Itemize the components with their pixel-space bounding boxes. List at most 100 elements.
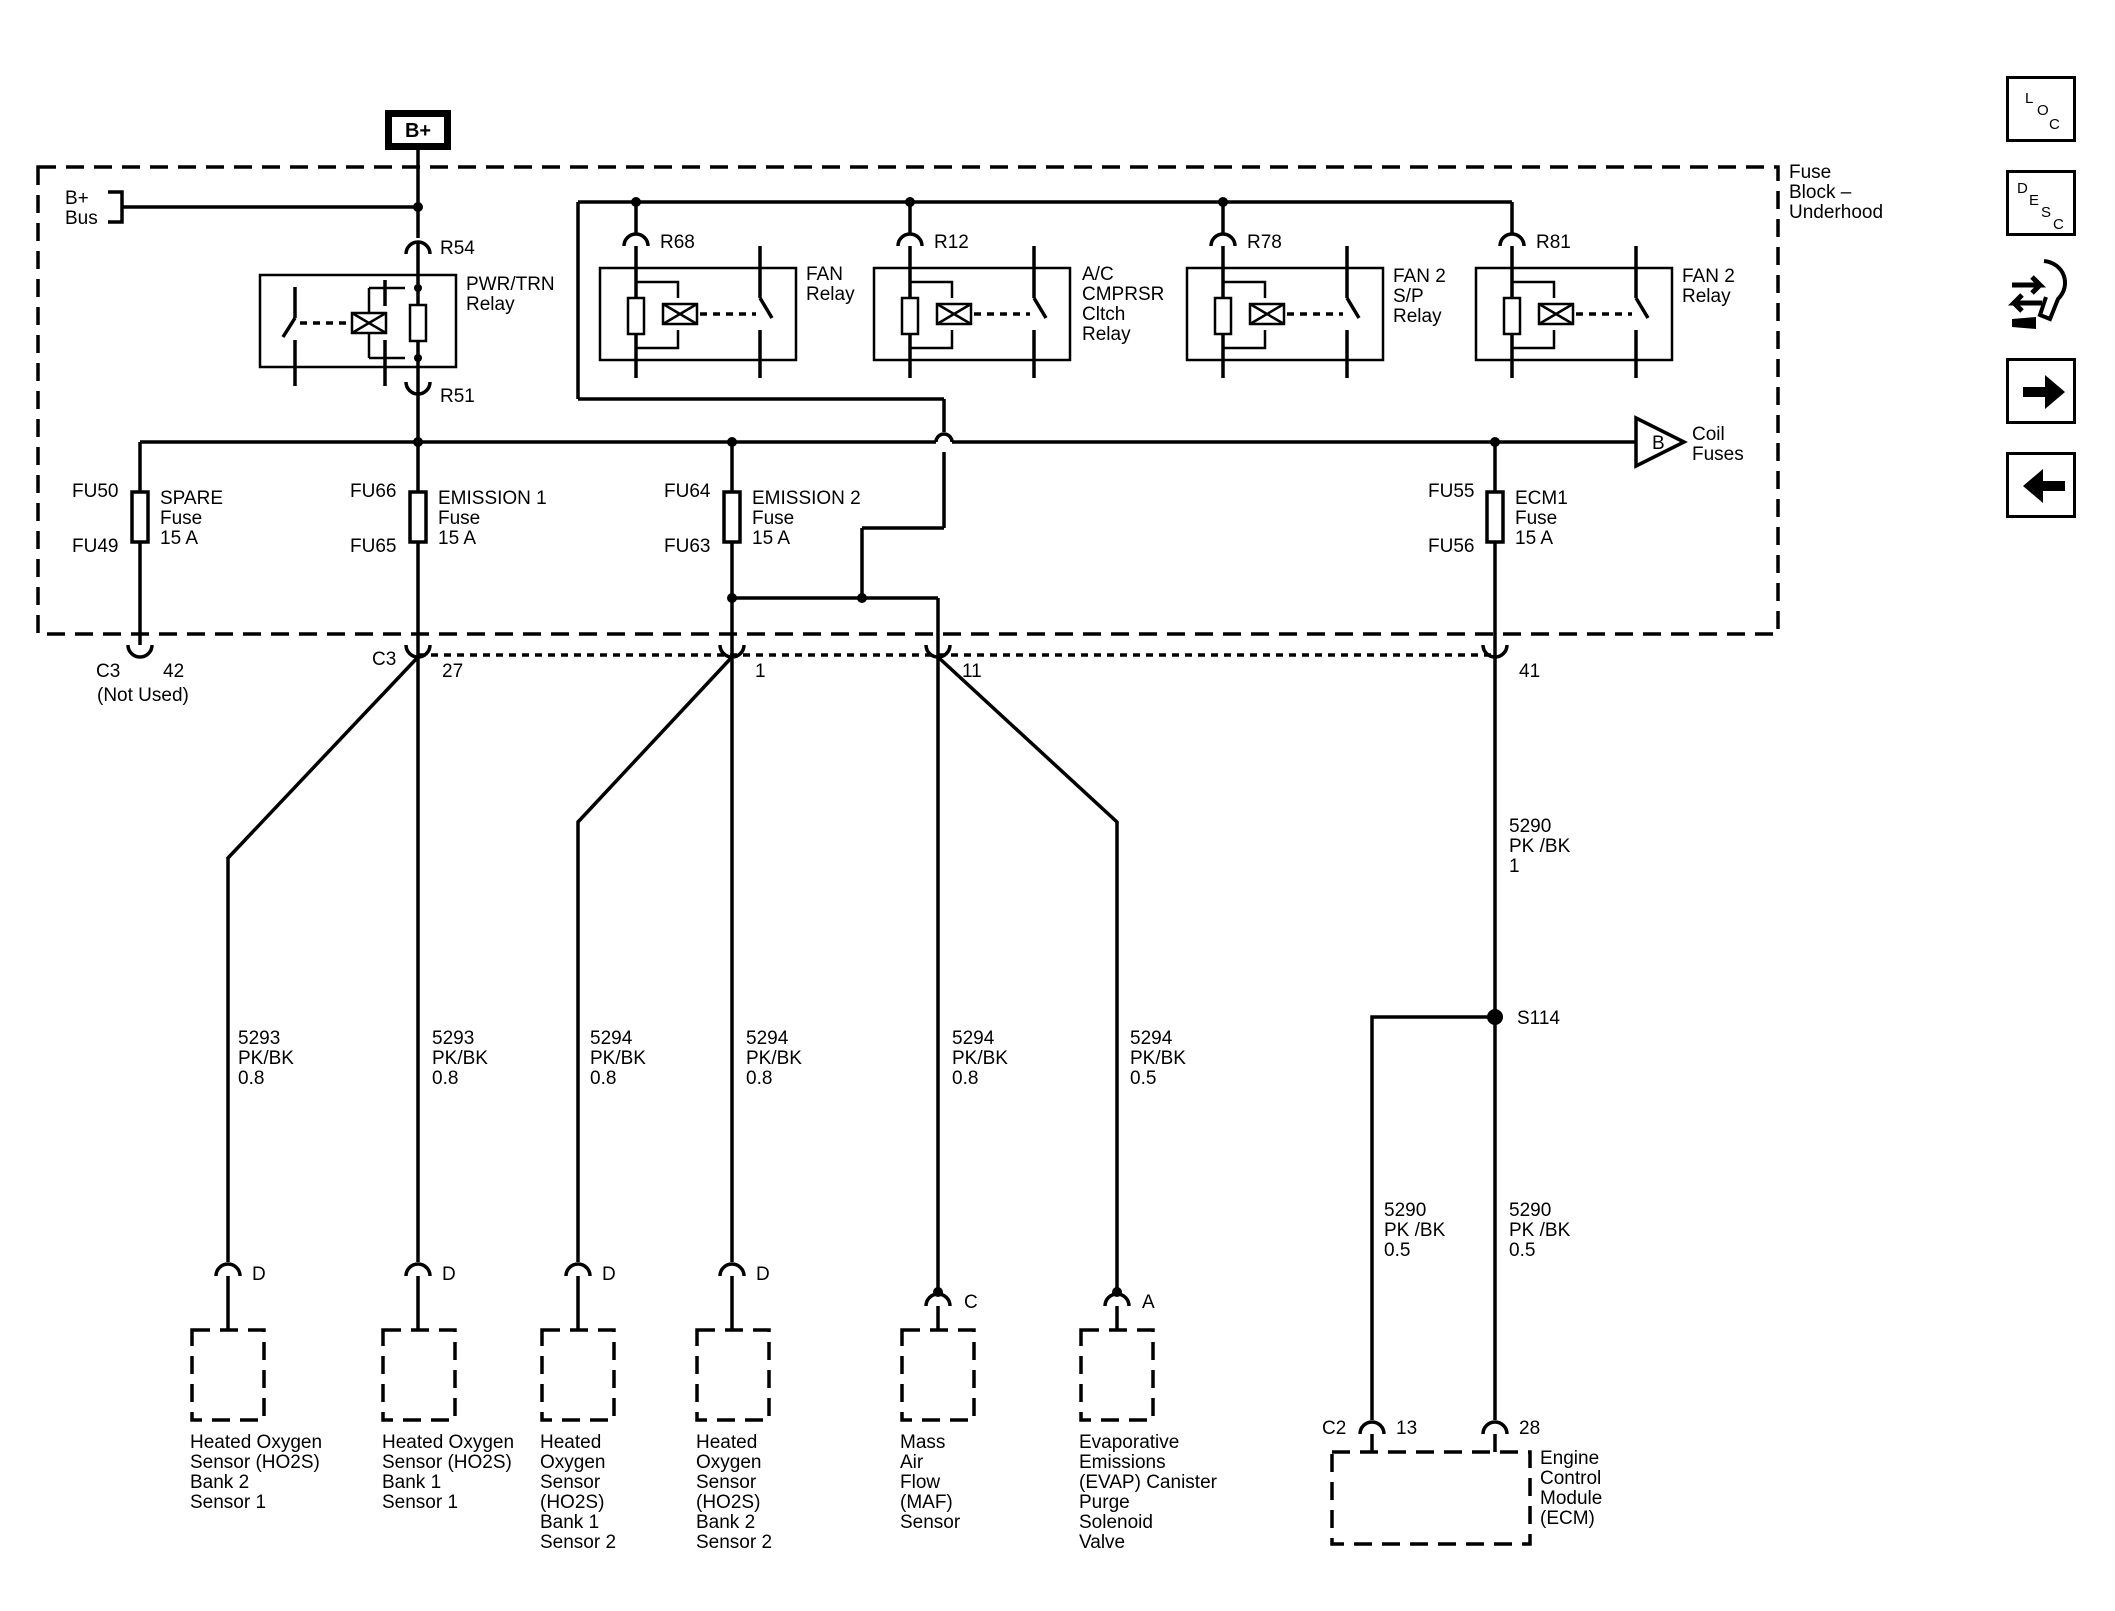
svg-text:15 A: 15 A — [752, 528, 790, 549]
wire-label-8: 5290 PK /BK 0.5 — [1509, 1200, 1571, 1261]
wire-label-1: 5293 PK/BK 0.8 — [238, 1028, 294, 1089]
svg-text:R78: R78 — [1247, 232, 1282, 253]
svg-text:42: 42 — [163, 661, 184, 682]
next-button[interactable] — [2006, 358, 2076, 424]
svg-text:R12: R12 — [934, 232, 969, 253]
svg-text:S: S — [2041, 204, 2051, 221]
svg-text:28: 28 — [1519, 1418, 1540, 1439]
svg-text:Fuse: Fuse — [160, 508, 202, 529]
ho2s-bank2-sensor1: D Heated Oxygen Sensor (HO2S) Bank 2 Sen… — [190, 1262, 322, 1513]
ac-clutch-relay: R12 A/C CMPRSR Cltch Relay — [872, 197, 1164, 378]
svg-text:PK/BK: PK/BK — [952, 1048, 1008, 1069]
svg-text:B+: B+ — [405, 120, 431, 142]
svg-text:Fuses: Fuses — [1692, 444, 1744, 465]
svg-text:Sensor: Sensor — [900, 1512, 961, 1533]
wire-label-7: 5290 PK /BK 0.5 — [1384, 1200, 1446, 1261]
svg-text:(EVAP) Canister: (EVAP) Canister — [1079, 1472, 1218, 1493]
svg-text:0.5: 0.5 — [1130, 1068, 1156, 1089]
wrench-arrows-icon — [2007, 259, 2067, 329]
fan-relay: R68 FAN Relay — [598, 197, 855, 378]
evap-purge-valve: A Evaporative Emissions (EVAP) Canister … — [1079, 1287, 1218, 1553]
pwr-trn-relay: R54 PWR/TRN Relay R51 — [258, 238, 555, 442]
svg-text:EMISSION 2: EMISSION 2 — [752, 488, 861, 509]
back-button[interactable] — [2006, 452, 2076, 518]
connector-repair-button[interactable] — [2006, 255, 2076, 335]
svg-text:EMISSION 1: EMISSION 1 — [438, 488, 547, 509]
svg-text:Bank 2: Bank 2 — [190, 1472, 249, 1493]
svg-text:Fuse: Fuse — [1515, 508, 1557, 529]
arrow-right-icon — [2023, 375, 2065, 409]
svg-text:Relay: Relay — [1082, 324, 1131, 345]
svg-text:Sensor 1: Sensor 1 — [190, 1492, 266, 1513]
svg-text:Purge: Purge — [1079, 1492, 1130, 1513]
svg-text:ECM1: ECM1 — [1515, 488, 1568, 509]
wire-label-3: 5294 PK/BK 0.8 — [590, 1028, 646, 1089]
svg-text:5290: 5290 — [1509, 816, 1551, 837]
svg-text:Cltch: Cltch — [1082, 304, 1125, 325]
svg-text:Sensor (HO2S): Sensor (HO2S) — [382, 1452, 512, 1473]
fan2-relay: R81 FAN 2 Relay — [1474, 202, 1735, 378]
svg-text:E: E — [2029, 192, 2039, 209]
svg-text:Oxygen: Oxygen — [696, 1452, 761, 1473]
svg-text:0.8: 0.8 — [238, 1068, 264, 1089]
engine-control-module: C2 13 28 Engine Control Module (ECM) — [1322, 1418, 1602, 1546]
svg-text:A: A — [1142, 1292, 1155, 1313]
description-button[interactable]: D E S C — [2006, 170, 2076, 236]
svg-text:C3: C3 — [372, 649, 396, 670]
svg-text:D: D — [756, 1264, 770, 1285]
svg-text:C2: C2 — [1322, 1418, 1346, 1439]
svg-text:Relay: Relay — [466, 294, 515, 315]
maf-sensor: C Mass Air Flow (MAF) Sensor — [900, 1287, 978, 1533]
svg-text:PK/BK: PK/BK — [590, 1048, 646, 1069]
svg-text:1: 1 — [1509, 856, 1520, 877]
svg-text:Sensor 2: Sensor 2 — [540, 1532, 616, 1553]
svg-text:Heated Oxygen: Heated Oxygen — [382, 1432, 514, 1453]
location-button[interactable]: L O C — [2006, 76, 2076, 142]
svg-text:Solenoid: Solenoid — [1079, 1512, 1153, 1533]
svg-text:R68: R68 — [660, 232, 695, 253]
svg-text:Engine: Engine — [1540, 1448, 1599, 1469]
svg-text:C: C — [2049, 116, 2060, 133]
svg-text:5293: 5293 — [432, 1028, 474, 1049]
svg-text:FU66: FU66 — [350, 481, 396, 502]
svg-text:Coil: Coil — [1692, 424, 1725, 445]
svg-text:Heated: Heated — [540, 1432, 601, 1453]
svg-text:11: 11 — [962, 661, 982, 682]
svg-text:0.5: 0.5 — [1384, 1240, 1410, 1261]
svg-text:D: D — [442, 1264, 456, 1285]
svg-text:PK/BK: PK/BK — [746, 1048, 802, 1069]
wire-label-4: 5294 PK/BK 0.8 — [746, 1028, 802, 1089]
svg-text:FU49: FU49 — [72, 536, 118, 557]
svg-text:Sensor: Sensor — [696, 1472, 757, 1493]
svg-text:C3: C3 — [96, 661, 120, 682]
svg-text:Valve: Valve — [1079, 1532, 1125, 1553]
svg-text:Emissions: Emissions — [1079, 1452, 1166, 1473]
svg-text:1: 1 — [755, 661, 766, 682]
svg-text:0.5: 0.5 — [1509, 1240, 1535, 1261]
ecm1-fuse: FU55 FU56 ECM1 Fuse 15 A — [1428, 442, 1568, 630]
fuse-block-label: Fuse Block – Underhood — [1789, 162, 1883, 223]
svg-text:FU65: FU65 — [350, 536, 396, 557]
svg-text:FAN 2: FAN 2 — [1393, 266, 1446, 287]
svg-text:C: C — [964, 1292, 978, 1313]
svg-text:FU63: FU63 — [664, 536, 710, 557]
svg-text:15 A: 15 A — [1515, 528, 1553, 549]
svg-text:5294: 5294 — [590, 1028, 633, 1049]
svg-text:PK /BK: PK /BK — [1509, 836, 1571, 857]
svg-text:PK/BK: PK/BK — [1130, 1048, 1186, 1069]
svg-text:Bank 1: Bank 1 — [540, 1512, 599, 1533]
svg-text:Sensor 1: Sensor 1 — [382, 1492, 458, 1513]
loc-icon: L O C — [2025, 90, 2060, 133]
splice-s114: S114 — [1517, 1008, 1560, 1029]
svg-text:Relay: Relay — [806, 284, 855, 305]
svg-text:Bank 2: Bank 2 — [696, 1512, 755, 1533]
emission2-fuse: FU64 FU63 EMISSION 2 Fuse 15 A — [664, 442, 940, 630]
svg-text:Sensor (HO2S): Sensor (HO2S) — [190, 1452, 320, 1473]
svg-text:Relay: Relay — [1393, 306, 1442, 327]
ho2s-bank1-sensor1: D Heated Oxygen Sensor (HO2S) Bank 1 Sen… — [381, 1262, 514, 1513]
svg-text:Air: Air — [900, 1452, 924, 1473]
svg-text:Bus: Bus — [65, 208, 98, 229]
svg-text:S/P: S/P — [1393, 286, 1424, 307]
svg-text:FAN 2: FAN 2 — [1682, 266, 1735, 287]
svg-text:Flow: Flow — [900, 1472, 940, 1493]
